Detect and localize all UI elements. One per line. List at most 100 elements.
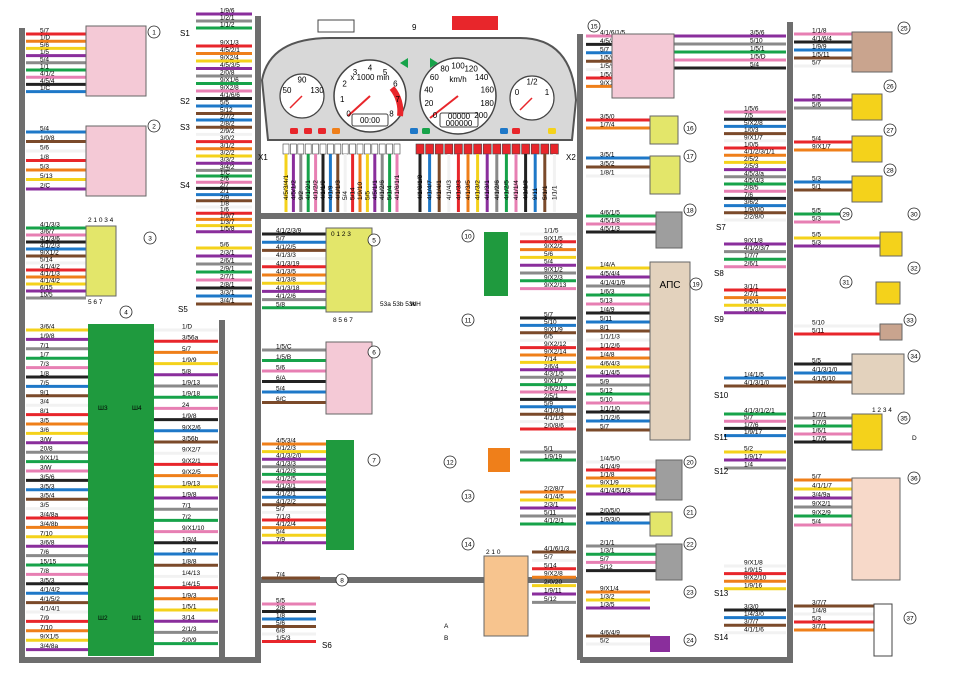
x2-pin	[492, 143, 502, 155]
component-number: 1	[152, 30, 156, 37]
speed_ticks-tick: 200	[474, 111, 488, 120]
wire-label: 3/5/0	[600, 114, 615, 121]
wire-label: 24	[182, 402, 190, 409]
component-number: 17	[686, 154, 694, 161]
component-number: 8	[340, 578, 344, 585]
wire-label: 5/7	[276, 506, 285, 513]
x2-wire-label: 4/1/1/4	[513, 180, 520, 200]
sw35-pins-label: 1 2 3 4	[872, 407, 892, 414]
component-number-circle	[683, 537, 697, 551]
wire-label: 2/0/20	[544, 579, 562, 586]
aps-block	[649, 261, 691, 441]
wire-bundle-c12: 5/11/9/19	[520, 446, 576, 462]
component-number-circle	[143, 231, 157, 245]
temp_ticks-tick: 90	[298, 76, 307, 85]
relay-15-block	[611, 33, 675, 99]
wire-label: 1/7	[40, 352, 49, 359]
wire-label: 1/1/8	[600, 472, 615, 479]
x2-wire-label: 4/1/3/3	[455, 180, 462, 200]
wire-label: 8/1	[600, 325, 609, 332]
wire-label: 4/1/4/2	[40, 278, 60, 285]
component-number: 26	[886, 84, 894, 91]
wire-label: 9/X1/7	[812, 144, 831, 151]
wire-label: 1/7/7	[744, 253, 759, 260]
wire-bundle-c15: 4/1/6/1/54/5/4/45/71/5/61/5/51/5/89/X1/4	[586, 30, 626, 88]
x2-pin	[530, 143, 540, 155]
component-number-circle	[689, 277, 703, 291]
component-number: 31	[842, 280, 850, 287]
wire-label: 4/1/1/7	[812, 483, 832, 490]
wire-label: 2/9/1	[220, 266, 235, 273]
wire-label: 5/7	[744, 415, 753, 422]
wire-label: 5/6	[544, 251, 553, 258]
wire-label: 4/1/1/3	[40, 271, 60, 278]
x2-wire-label: 4/1/1/3	[523, 180, 530, 200]
splice-s1-label: S1	[180, 29, 190, 38]
wire-bundle-c21: 2/0/5/01/9/3/0	[586, 508, 650, 525]
wire-label: 1/5/6	[600, 55, 615, 62]
wire-label: 3/6/4	[40, 324, 55, 331]
x1-wire-label: 4/1/6/1/1	[394, 174, 401, 200]
x1-pin	[304, 143, 312, 155]
wire-label: 3/4/8a	[40, 643, 58, 650]
wire-label: 4/1/3/3	[276, 460, 296, 467]
speed_ticks-tick: 60	[430, 73, 439, 82]
component-number-circle	[839, 275, 853, 289]
sw3-pins-b-label: 5 6 7	[88, 299, 103, 306]
wire-label: 1/4/A	[600, 262, 616, 269]
component-number-circle	[683, 121, 697, 135]
wire-label: 1/4/15	[182, 581, 200, 588]
wire-label: 4/1/4/5	[600, 370, 620, 377]
wire-label: 9/X2/9	[812, 510, 831, 517]
x1-pin	[297, 143, 305, 155]
warning-lamp-icon	[548, 128, 556, 134]
component-number-circle	[587, 19, 601, 33]
wire-bundle-c4_right: 1/D3/56a5/71/9/95/81/9/131/9/18241/9/89/…	[154, 324, 218, 646]
wire-label: 1/1/2/6	[600, 415, 620, 422]
wire-label: 5/5/3/b	[744, 306, 764, 313]
wire-bundle-c16: 3/5/01/7/4	[586, 114, 650, 130]
contacts-53-label: 53a 53b 53h	[380, 301, 417, 308]
wire-label: 1/9/9	[812, 44, 827, 51]
cluster-connector-gray-icon	[317, 19, 355, 33]
wire-label: 5/6	[812, 102, 821, 109]
wire-bundle-s13: 9/X1/81/9/159/X2/101/9/16	[724, 560, 786, 591]
wire-label: 3/5/2	[600, 161, 615, 168]
x2-pin	[425, 143, 434, 155]
wire-label: 1/8/1	[600, 170, 615, 177]
wire-label: 4/1/2/3/9	[276, 228, 302, 235]
wire-label: 9/X2/4	[220, 55, 239, 62]
x2-pin	[550, 143, 559, 155]
component-number-circle	[883, 79, 897, 93]
wire-label: 8/1	[40, 408, 49, 415]
wire-label: 1/6/3	[600, 289, 615, 296]
wire-label: 1/3/7	[220, 219, 235, 226]
warning-lamp-icon	[304, 128, 312, 134]
wire-bundle-s9: 3/1/12/7/15/5/45/5/3/b	[724, 284, 786, 315]
wire-bundle-c11: 5/75/109/X1/96/59/X2/129/X2/147/142/6/44…	[520, 312, 576, 431]
component-12-block	[488, 448, 510, 472]
splice-s12-label: S12	[714, 467, 729, 476]
x2-pin	[454, 143, 463, 155]
wire-label: 4/1/3/1/0	[744, 380, 770, 387]
wire-label: 5/11	[600, 316, 613, 323]
wire-label: 9/X1/1	[40, 455, 59, 462]
wire-label: 3/6	[40, 427, 49, 434]
turn-right-arrow-icon	[430, 58, 438, 68]
wire-bundle-s8: 9/X1/84/1/2/3/71/7/72/6/1	[724, 238, 786, 269]
wire-label: 5/10	[812, 320, 825, 327]
wire-label: 2/C	[40, 183, 50, 190]
wire-label: 1/4/3/0	[744, 611, 764, 618]
temp_ticks-tick: 130	[310, 86, 324, 95]
wire-bundle-c24: 4/6/4/95/2	[586, 630, 650, 646]
pos-b-label: B	[444, 635, 448, 642]
wire-bundle-c15r: 3/5/65/101/5/11/5/D5/4	[674, 30, 786, 70]
component-number: 4	[124, 310, 128, 317]
wire-label: 2/9/2	[220, 128, 235, 135]
wire-label: 1/9/0/0	[744, 206, 764, 213]
wire-bundle-c6: 1/5/C1/5/B5/66/A5/46/C	[262, 344, 326, 404]
wire-bundle-c26: 5/55/6	[794, 94, 852, 110]
wire-label: 7/5	[744, 113, 753, 120]
